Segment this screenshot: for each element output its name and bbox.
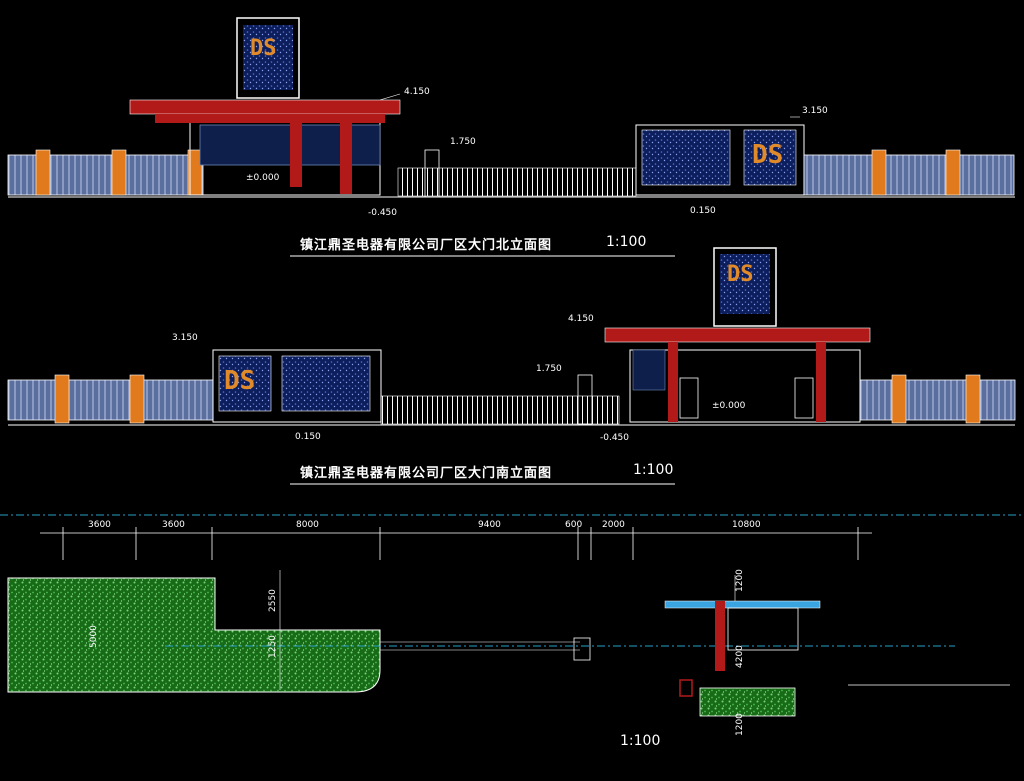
lawn-area	[7, 577, 381, 693]
dimension-label: 600	[565, 520, 583, 530]
level-label: -0.450	[368, 208, 398, 218]
dimension-label: 3600	[88, 520, 111, 530]
north-elevation	[7, 17, 1015, 257]
logo-sign-north	[236, 17, 300, 99]
dimension-label: 10800	[732, 520, 761, 530]
level-label: 4.150	[568, 314, 594, 324]
logo-text-south: DS	[727, 262, 754, 287]
south-elevation-title: 镇江鼎圣电器有限公司厂区大门南立面图	[300, 466, 553, 481]
canopy-roof	[129, 99, 401, 115]
logo-text-north-board: DS	[752, 140, 784, 170]
level-label: 0.150	[295, 432, 321, 442]
dimension-label-vertical: 2550	[268, 589, 278, 612]
logo-text-north: DS	[250, 36, 277, 61]
level-label: 3.150	[802, 106, 828, 116]
dimension-label-vertical: 1200	[735, 569, 745, 592]
level-label: 1.750	[450, 137, 476, 147]
logo-sign-south	[713, 247, 777, 327]
fence-left-south	[7, 379, 214, 421]
plan-scale: 1:100	[620, 733, 661, 749]
level-label: -0.450	[600, 433, 630, 443]
level-label: ±0.000	[246, 173, 280, 183]
south-elevation-scale: 1:100	[633, 462, 674, 478]
canopy-roof-south	[604, 327, 871, 343]
level-label: ±0.000	[712, 401, 746, 411]
level-label: 0.150	[690, 206, 716, 216]
dimension-label: 8000	[296, 520, 319, 530]
dimension-label: 3600	[162, 520, 185, 530]
level-label: 4.150	[404, 87, 430, 97]
dimension-label: 2000	[602, 520, 625, 530]
dimension-label-vertical: 1250	[268, 635, 278, 658]
dimension-label-vertical: 5000	[89, 625, 99, 648]
dimension-label: 9400	[478, 520, 501, 530]
north-elevation-scale: 1:100	[606, 234, 647, 250]
canopy-plan	[664, 600, 821, 609]
site-plan	[0, 514, 1024, 717]
dimension-label-vertical: 4200	[735, 645, 745, 668]
level-label: 1.750	[536, 364, 562, 374]
south-elevation	[7, 247, 1016, 485]
logo-text-south-board: DS	[224, 366, 256, 396]
level-label: 3.150	[172, 333, 198, 343]
north-elevation-title: 镇江鼎圣电器有限公司厂区大门北立面图	[300, 238, 553, 253]
dimension-label-vertical: 1200	[735, 713, 745, 736]
fence-right	[803, 154, 1015, 196]
